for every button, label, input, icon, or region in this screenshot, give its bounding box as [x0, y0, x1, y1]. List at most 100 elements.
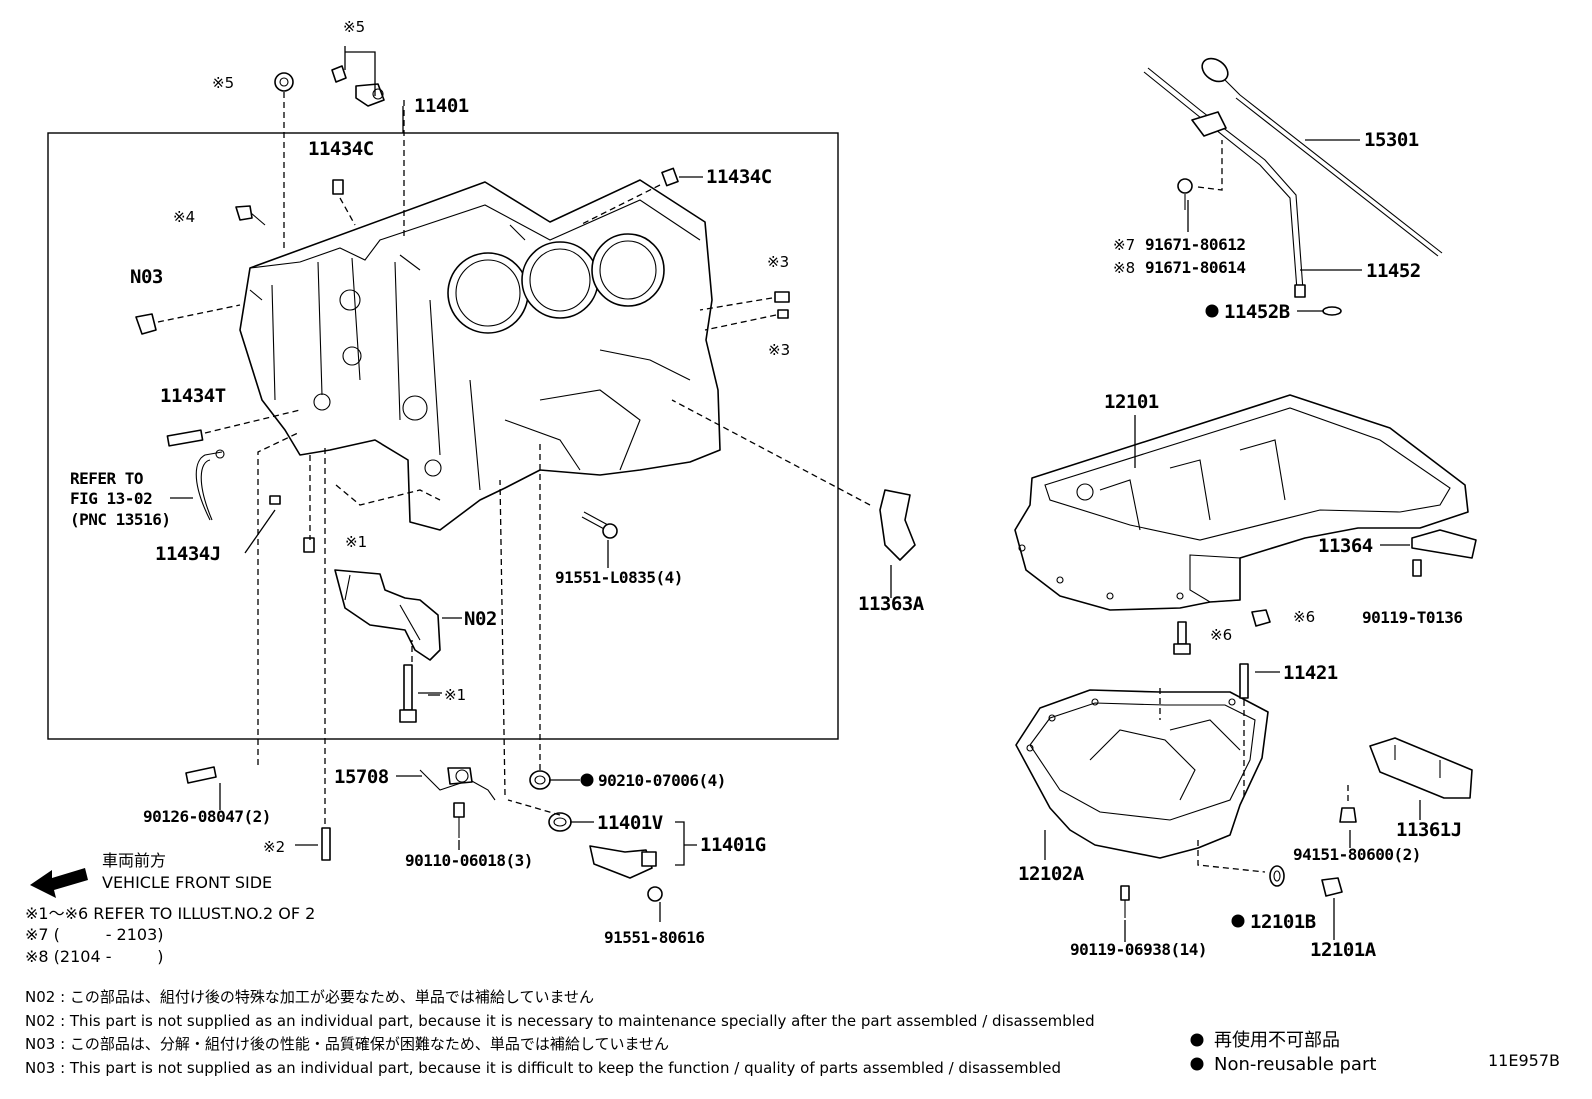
note-n02-en: N02 : This part is not supplied as an in… [25, 1012, 1095, 1030]
refer-text-3: (PNC 13516) [70, 510, 170, 529]
note-mark-8: ※8 (2104 - ) [25, 947, 164, 966]
oil-pipe [195, 449, 225, 521]
reference-marks: ※5 ※5 ※4 ※3 ※3 ※1 ※1 ※2 ※6 ※6 ※7 ※8 [173, 18, 1315, 856]
note-refer-illust: ※1～※6 REFER TO ILLUST.NO.2 OF 2 [25, 904, 315, 923]
drain-washer-12101b [1269, 865, 1285, 887]
bolt-91671 [1177, 178, 1193, 210]
note-mark-7: ※7 ( - 2103) [25, 925, 164, 944]
sensor-11401g [589, 845, 657, 879]
label-90110[interactable]: 90110-06018(3) [405, 851, 533, 870]
mark-4: ※4 [173, 208, 195, 226]
guide-11452 [1143, 67, 1306, 298]
cylinder-block-illustration [239, 179, 721, 531]
label-12101[interactable]: 12101 [1104, 391, 1159, 413]
nonreusable-dot-11452b [1205, 304, 1219, 318]
label-11363a[interactable]: 11363A [858, 593, 925, 615]
label-90119-t0136[interactable]: 90119-T0136 [1362, 608, 1463, 627]
n03-plug [135, 304, 241, 335]
cylinder-block-frame [47, 132, 839, 740]
label-15708[interactable]: 15708 [334, 766, 389, 788]
refer-text-1: REFER TO [70, 469, 143, 488]
reference-notes: ※1～※6 REFER TO ILLUST.NO.2 OF 2 ※7 ( - 2… [25, 904, 1095, 1077]
mark-3-bottom: ※3 [768, 341, 790, 359]
nut-m6 [1251, 609, 1271, 627]
label-91671-80614[interactable]: 91671-80614 [1145, 258, 1246, 277]
note-n02-jp: N02 : この部品は、組付け後の特殊な加工が必要なため、単品では補給していませ… [25, 988, 594, 1006]
label-91551-l0835[interactable]: 91551-L0835(4) [555, 568, 683, 587]
label-11364[interactable]: 11364 [1318, 535, 1373, 557]
label-11401g[interactable]: 11401G [700, 834, 766, 856]
label-90126[interactable]: 90126-08047(2) [143, 807, 271, 826]
legend-dot-icon [1190, 1033, 1204, 1047]
nonreusable-dot-90210 [580, 773, 594, 787]
nonreusable-dot-12101b [1231, 914, 1245, 928]
note-n03-jp: N03 : この部品は、分解・組付け後の性能・品質確保が困難なため、単品では補給… [25, 1035, 669, 1053]
label-11401[interactable]: 11401 [414, 95, 469, 117]
sensor-m5 [331, 65, 405, 240]
stud-11421 [1239, 663, 1249, 699]
sensor-15708 [419, 767, 496, 801]
stud-90126 [185, 766, 217, 784]
label-11452b[interactable]: 11452B [1224, 301, 1290, 323]
bolt-94151 [1339, 807, 1357, 823]
mark-1-pin: ※1 [345, 533, 367, 551]
nonreusable-legend: 再使用不可部品 Non-reusable part [1190, 1030, 1376, 1075]
bracket-11364 [1411, 529, 1477, 559]
label-12101a[interactable]: 12101A [1310, 939, 1377, 961]
label-11452[interactable]: 11452 [1366, 260, 1421, 282]
oring-11452b [1322, 306, 1342, 316]
label-11361j[interactable]: 11361J [1396, 819, 1462, 841]
label-n03[interactable]: N03 [130, 266, 163, 288]
mark-1-bolt: ※1 [444, 686, 466, 704]
seal-m5 [274, 72, 294, 250]
dowel-m3 [699, 291, 790, 331]
label-91671-80612[interactable]: 91671-80612 [1145, 235, 1246, 254]
bolt-91551-l0835 [581, 511, 618, 539]
cover-11361j [1369, 737, 1473, 799]
label-90119-06938[interactable]: 90119-06938(14) [1070, 940, 1208, 959]
stud-m2 [321, 827, 331, 861]
legend-dot-icon [1190, 1057, 1204, 1071]
bolt-91551-80616 [647, 886, 663, 902]
part-labels: 11401 11434C 11434C N03 11434T REFER TO … [70, 95, 1463, 961]
mark-6-nut: ※6 [1293, 608, 1315, 626]
label-11434c-a[interactable]: 11434C [308, 138, 374, 160]
front-label-jp: 車両前方 [102, 851, 166, 870]
label-12101b[interactable]: 12101B [1250, 911, 1316, 933]
bolt-90119-06938 [1120, 885, 1130, 918]
label-90210[interactable]: 90210-07006(4) [598, 771, 726, 790]
front-arrow-icon [30, 868, 88, 898]
note-n03-en: N03 : This part is not supplied as an in… [25, 1059, 1061, 1077]
bearing-cap-n02 [334, 569, 441, 661]
pin-11434j [269, 495, 315, 553]
mark-3-top: ※3 [767, 253, 789, 271]
label-15301[interactable]: 15301 [1364, 129, 1419, 151]
cap-bolt-m1 [399, 664, 417, 723]
label-11434c-b[interactable]: 11434C [706, 166, 772, 188]
label-11401v[interactable]: 11401V [597, 812, 663, 834]
label-94151[interactable]: 94151-80600(2) [1293, 845, 1421, 864]
illustration-id: 11E957B [1488, 1051, 1560, 1070]
oil-pan-upper-12101 [1014, 394, 1469, 611]
mark-8: ※8 [1113, 259, 1135, 277]
vehicle-front-legend: 車両前方 VEHICLE FRONT SIDE [30, 851, 272, 898]
mark-2: ※2 [263, 838, 285, 856]
label-91551-80616[interactable]: 91551-80616 [604, 928, 705, 947]
nonreusable-en: Non-reusable part [1214, 1054, 1376, 1075]
dowel-11434c-a [332, 179, 356, 226]
seal-11401v [548, 812, 572, 832]
front-label-en: VEHICLE FRONT SIDE [102, 873, 272, 892]
mark-5-seal: ※5 [212, 74, 234, 92]
drain-plug-12101a [1321, 877, 1343, 897]
label-11434t[interactable]: 11434T [160, 385, 226, 407]
mark-5-sensor: ※5 [343, 18, 365, 36]
label-n02[interactable]: N02 [464, 608, 497, 630]
bolt-90119-t0136 [1412, 559, 1422, 577]
bolt-m6 [1173, 621, 1191, 655]
label-12102a[interactable]: 12102A [1018, 863, 1085, 885]
bolt-90110 [453, 802, 465, 838]
label-11434j[interactable]: 11434J [155, 543, 221, 565]
label-11421[interactable]: 11421 [1283, 662, 1338, 684]
washer-90210 [529, 770, 551, 790]
